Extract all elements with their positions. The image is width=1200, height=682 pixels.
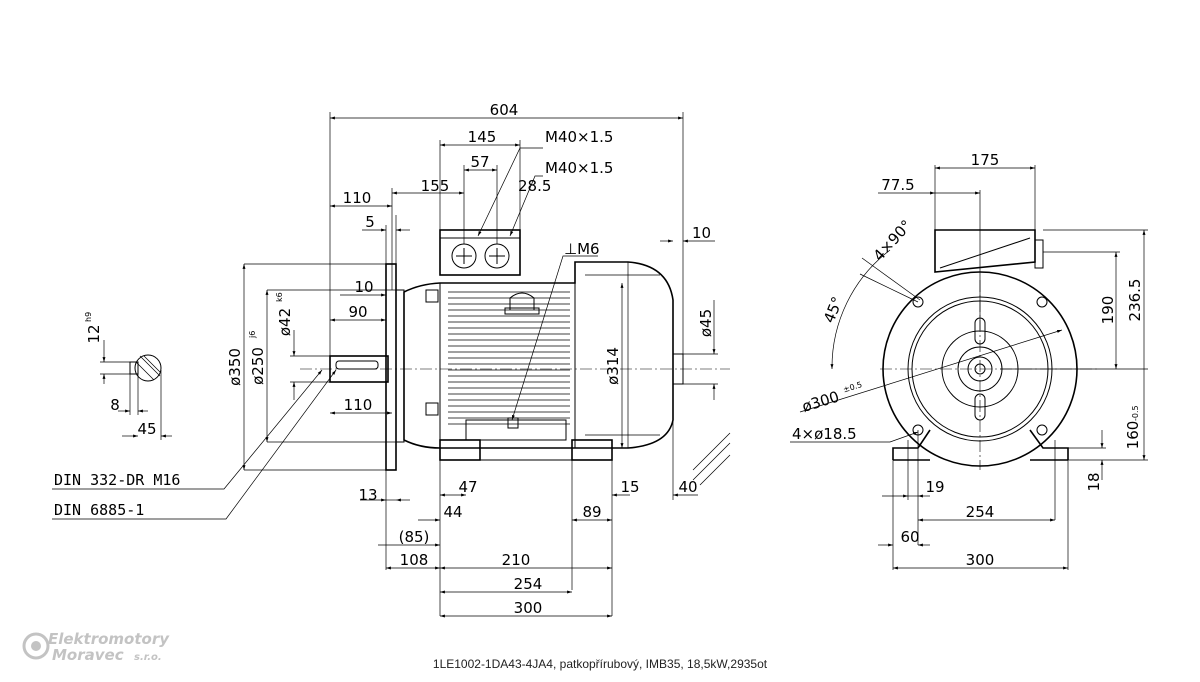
end-dim-pcd-300: ø300 (800, 388, 841, 416)
label-gland-1: M40×1.5 (545, 128, 613, 146)
end-angle-45: 45° (820, 294, 847, 325)
key-dim-8: 8 (110, 396, 120, 414)
end-feet (892, 429, 1069, 460)
m6-symbol: ⊥ (564, 240, 577, 258)
end-dim-175: 175 (971, 151, 1000, 169)
end-dim-254: 254 (966, 503, 995, 521)
bolt-hole-2 (1036, 296, 1048, 308)
end-dim-pcd-tol: ±0.5 (842, 380, 863, 394)
end-holes-4x18-5: 4×ø18.5 (792, 425, 857, 443)
dim-gland-spacing-57: 57 (470, 153, 489, 171)
end-shaft (967, 356, 993, 382)
dim-210: 210 (502, 551, 531, 569)
company-logo: Elektromotory Moravec s.r.o. (22, 630, 170, 664)
dim-90: 90 (348, 303, 367, 321)
dim-44: 44 (443, 503, 462, 521)
ground-hatch (692, 432, 731, 486)
dim-89: 89 (582, 503, 601, 521)
end-dim-190: 190 (1099, 296, 1117, 325)
end-terminal-box (934, 229, 1036, 273)
logo-suffix: s.r.o. (134, 652, 162, 663)
foot-front (439, 439, 481, 461)
key-dim-12-tol: h9 (84, 312, 93, 322)
logo-line-1: Elektromotory (48, 630, 170, 648)
side-view: 604 145 M40×1.5 57 M40×1.5 155 28.5 110 … (52, 101, 731, 618)
m6-text: M6 (577, 240, 600, 258)
end-dim-236-5: 236.5 (1126, 279, 1144, 322)
dim-spigot-d250: ø250 (249, 347, 267, 385)
dim-shaft-110-top: 110 (343, 189, 372, 207)
foot-rear (571, 439, 613, 461)
bolt-hole-1 (912, 296, 924, 308)
dim-300: 300 (514, 599, 543, 617)
end-dim-77-5: 77.5 (881, 176, 914, 194)
dim-15: 15 (620, 478, 639, 496)
dim-40: 40 (678, 478, 697, 496)
logo-line-2: Moravec (52, 646, 124, 664)
dim-10-shaft: 10 (354, 278, 373, 296)
end-angle-4x90: 4×90° (870, 216, 916, 264)
shaft (329, 355, 389, 383)
cooling-ribs (448, 291, 570, 425)
dim-spigot-tol: j6 (248, 331, 257, 339)
dim-47: 47 (458, 478, 477, 496)
end-dim-60: 60 (900, 528, 919, 546)
dim-5: 5 (365, 213, 375, 231)
dim-108: 108 (400, 551, 429, 569)
bolt-hole-4 (1036, 424, 1048, 436)
dim-254: 254 (514, 575, 543, 593)
end-dim-18: 18 (1085, 472, 1103, 491)
dim-rear-shaft-d45: ø45 (697, 309, 715, 337)
shaft-key (335, 360, 379, 370)
dim-110-bottom: 110 (344, 396, 373, 414)
dim-shaft-tol: k6 (275, 292, 284, 302)
end-dim-300: 300 (966, 551, 995, 569)
label-din-332: DIN 332-DR M16 (54, 471, 180, 489)
label-din-6885: DIN 6885-1 (54, 501, 144, 519)
lifting-eye (509, 292, 535, 310)
dim-10-right: 10 (692, 224, 711, 242)
label-gland-2: M40×1.5 (545, 159, 613, 177)
dim-terminal-box-145: 145 (468, 128, 497, 146)
drawing-caption: 1LE1002-1DA43-4JA4, patkopřírubový, IMB3… (433, 657, 768, 671)
dim-shaft-d42: ø42 (276, 308, 294, 336)
dim-terminal-offset-155: 155 (421, 177, 450, 195)
key-dim-12: 12 (85, 324, 103, 343)
dim-13: 13 (358, 486, 377, 504)
dim-85: (85) (399, 528, 430, 546)
end-view: 175 77.5 4×90° 45° 190 236.5 160 -0.5 18… (790, 151, 1148, 570)
motor-housing (403, 261, 674, 449)
key-section: 12 h9 8 45 (84, 312, 172, 440)
dim-housing-d314: ø314 (604, 347, 622, 385)
dim-gland-offset-28-5: 28.5 (518, 177, 551, 195)
end-dim-160-tol: -0.5 (1131, 405, 1140, 421)
dim-overall-length: 604 (490, 101, 519, 119)
key-dim-45: 45 (137, 420, 156, 438)
terminal-box (439, 229, 521, 276)
end-dim-160: 160 (1124, 421, 1142, 450)
label-m6: ⊥M6 (564, 240, 600, 258)
dim-flange-d350: ø350 (226, 348, 244, 386)
end-dim-19: 19 (925, 478, 944, 496)
